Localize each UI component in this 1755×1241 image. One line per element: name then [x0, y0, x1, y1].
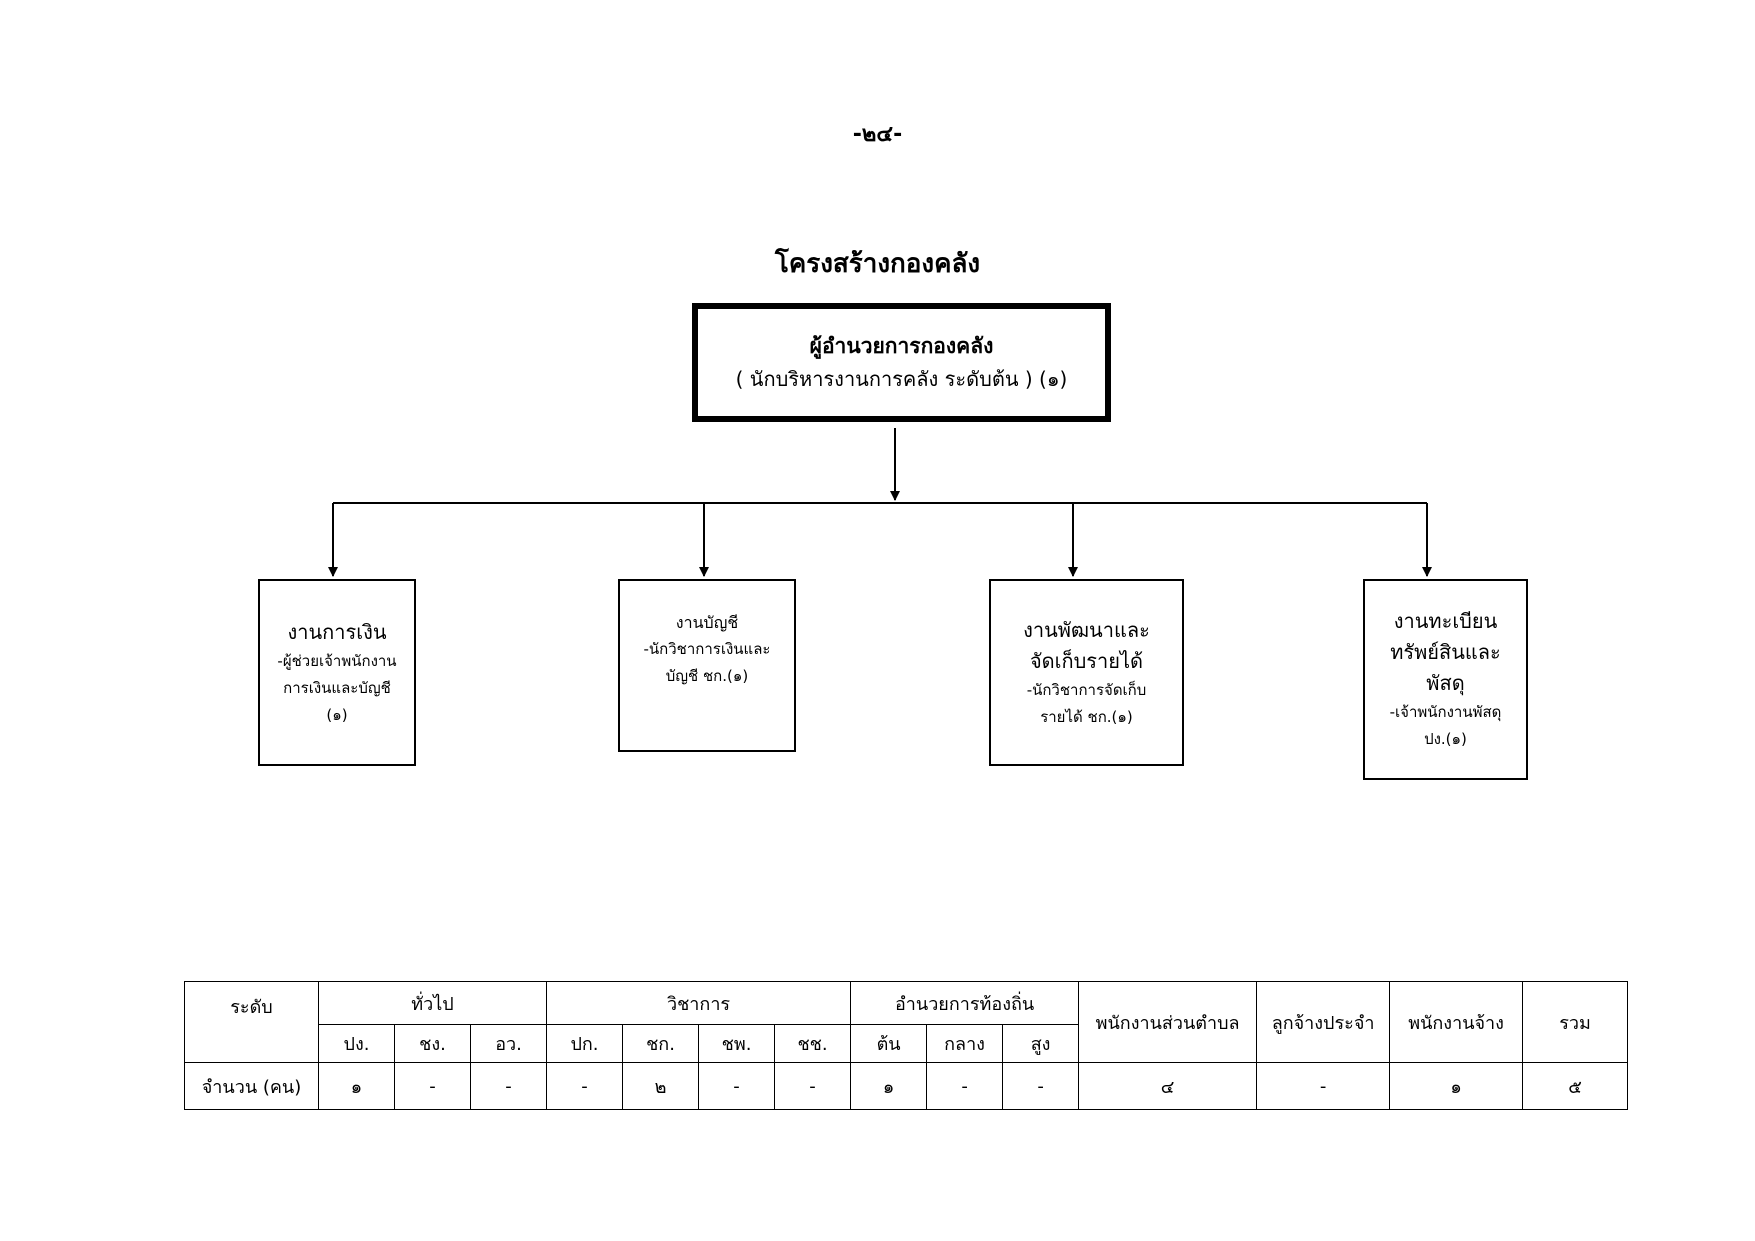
- unit-name: งานพัฒนาและ จัดเก็บรายได้: [1023, 617, 1150, 673]
- unit-staff: -นักวิชาการเงินและ บัญชี ชก.(๑): [643, 639, 771, 685]
- contract-worker-header: พนักงานจ้าง: [1389, 981, 1524, 1063]
- sub-level-cell: ปง.: [318, 1024, 395, 1063]
- unit-name: งานการเงิน: [287, 619, 387, 644]
- staff-summary-table: ระดับ ทั่วไป วิชาการ อำนวยการท้องถิ่น พน…: [184, 981, 1629, 1110]
- count-label: จำนวน (คน): [184, 1062, 319, 1110]
- sub-level-cell: ชง.: [394, 1024, 471, 1063]
- count-cell: ๕: [1522, 1062, 1629, 1110]
- count-cell: -: [1002, 1062, 1080, 1110]
- count-cell: ๒: [622, 1062, 700, 1110]
- unit-box-finance: งานการเงิน -ผู้ช่วยเจ้าพนักงาน การเงินแล…: [258, 579, 416, 766]
- unit-name: งานทะเบียน ทรัพย์สินและ พัสดุ: [1390, 609, 1501, 695]
- director-position: ( นักบริหารงานการคลัง ระดับต้น ) (๑): [735, 367, 1068, 392]
- director-box: ผู้อำนวยการกองคลัง ( นักบริหารงานการคลัง…: [692, 303, 1111, 422]
- unit-staff: -ผู้ช่วยเจ้าพนักงาน การเงินและบัญชี (๑): [277, 651, 397, 724]
- unit-box-accounting: งานบัญชี -นักวิชาการเงินและ บัญชี ชก.(๑): [618, 579, 796, 752]
- regular-worker-header: ลูกจ้างประจำ: [1256, 981, 1391, 1063]
- count-cell: -: [546, 1062, 624, 1110]
- page-number: -๒๔-: [852, 122, 903, 147]
- count-cell: -: [394, 1062, 471, 1110]
- count-cell: -: [774, 1062, 852, 1110]
- sub-level-cell: ชพ.: [698, 1024, 776, 1063]
- level-header: ระดับ: [184, 981, 319, 1063]
- sub-level-cell: กลาง: [926, 1024, 1004, 1063]
- sub-level-cell: ปก.: [546, 1024, 624, 1063]
- count-cell: -: [469, 1062, 548, 1110]
- sub-level-cell: สูง: [1002, 1024, 1080, 1063]
- table-subheader-row: ปง. ชง. อว. ปก. ชก. ชพ. ชช. ต้น กลาง สูง: [185, 1024, 1628, 1063]
- unit-box-revenue: งานพัฒนาและ จัดเก็บรายได้ -นักวิชาการจัด…: [989, 579, 1184, 766]
- employee-header: พนักงานส่วนตำบล: [1078, 981, 1258, 1063]
- count-cell: ๔: [1078, 1062, 1258, 1110]
- sub-level-cell: ต้น: [850, 1024, 928, 1063]
- count-cell: ๑: [850, 1062, 928, 1110]
- count-cell: ๑: [1389, 1062, 1524, 1110]
- unit-staff: -นักวิชาการจัดเก็บ รายได้ ชก.(๑): [1026, 680, 1147, 726]
- count-cell: ๑: [318, 1062, 395, 1110]
- chart-title: โครงสร้างกองคลัง: [774, 249, 981, 279]
- sub-level-cell: ชช.: [774, 1024, 852, 1063]
- table-header-row: ระดับ ทั่วไป วิชาการ อำนวยการท้องถิ่น พน…: [184, 981, 1629, 1063]
- unit-box-asset-registry: งานทะเบียน ทรัพย์สินและ พัสดุ -เจ้าพนักง…: [1363, 579, 1528, 780]
- total-header: รวม: [1522, 981, 1629, 1063]
- count-cell: -: [698, 1062, 776, 1110]
- director-title: ผู้อำนวยการกองคลัง: [809, 333, 994, 358]
- count-cell: -: [926, 1062, 1004, 1110]
- count-cell: -: [1256, 1062, 1391, 1110]
- academic-header: วิชาการ: [546, 981, 852, 1025]
- sub-level-cell: อว.: [469, 1024, 548, 1063]
- general-header: ทั่วไป: [317, 981, 548, 1025]
- unit-name: งานบัญชี: [675, 613, 739, 632]
- sub-level-cell: ชก.: [622, 1024, 700, 1063]
- table-row: จำนวน (คน) ๑ - - - ๒ - - ๑ - - ๔ - ๑ ๕: [184, 1062, 1629, 1110]
- director-header: อำนวยการท้องถิ่น: [850, 981, 1080, 1025]
- unit-staff: -เจ้าพนักงานพัสดุ ปง.(๑): [1389, 703, 1502, 748]
